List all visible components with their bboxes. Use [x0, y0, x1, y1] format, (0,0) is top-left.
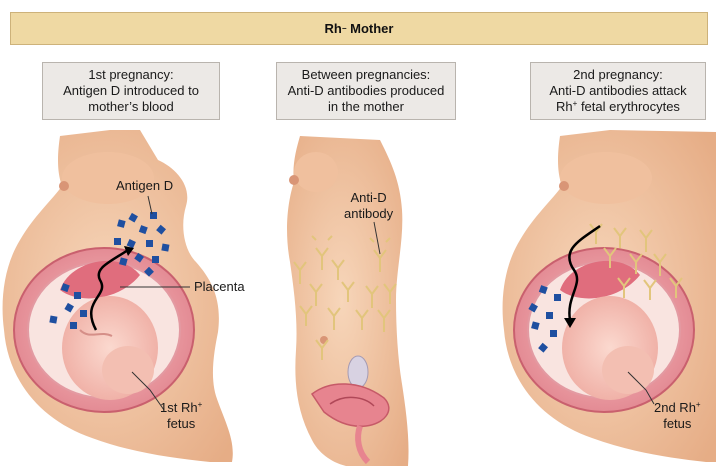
fetus1-rh: 1st Rh	[160, 400, 198, 415]
panel3-nipple	[559, 181, 569, 191]
fetus1-label: 1st Rh+ fetus	[160, 400, 202, 432]
fetus2-word: fetus	[654, 416, 701, 432]
anti-d-antibody-label: Anti-D antibody	[344, 190, 393, 222]
antigen-d-label: Antigen D	[116, 178, 173, 194]
panel2-nipple	[289, 175, 299, 185]
fetus2-rh-sign: +	[696, 400, 701, 409]
fetus1-word: fetus	[160, 416, 202, 432]
antibody-line1: Anti-D	[344, 190, 393, 206]
fetus2-label: 2nd Rh+ fetus	[654, 400, 701, 432]
antibody-line2: antibody	[344, 206, 393, 222]
fetus2-rh: 2nd Rh	[654, 400, 696, 415]
fetus1-rh-sign: +	[198, 400, 203, 409]
panel1-uterus	[14, 248, 194, 412]
placenta-label: Placenta	[194, 279, 245, 295]
panel1-nipple	[59, 181, 69, 191]
panel3-uterus	[514, 248, 694, 412]
